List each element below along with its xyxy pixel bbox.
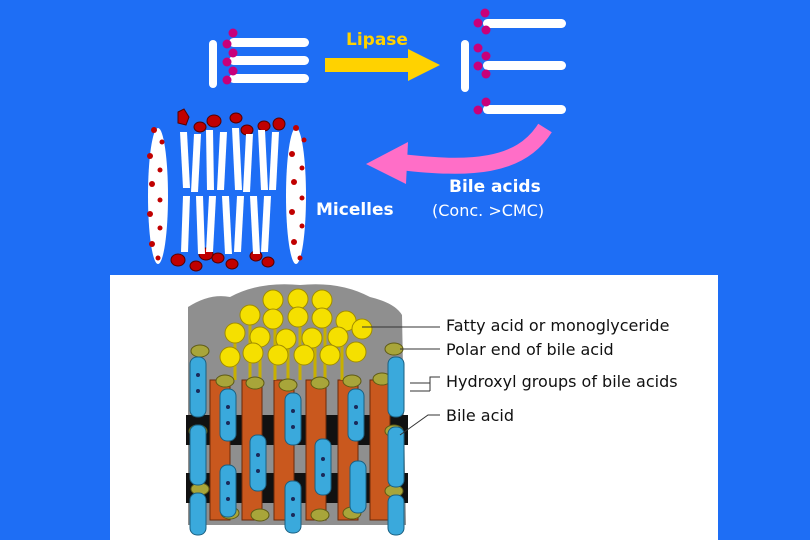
micelle-structure-panel: Fatty acid or monoglyceride Polar end of… [110, 275, 718, 540]
triglyceride-molecule [209, 28, 309, 88]
mixed-micelle-diagram [186, 284, 440, 536]
legend-polar-end: Polar end of bile acid [446, 340, 614, 359]
lipase-arrow [325, 49, 440, 81]
legend-fatty-acid: Fatty acid or monoglyceride [446, 316, 670, 335]
micelle-bilayer [147, 108, 307, 272]
top-diagram [147, 8, 566, 272]
lipase-label: Lipase [346, 30, 408, 50]
bile-acid-arrow [366, 123, 552, 184]
micelles-label: Micelles [316, 200, 394, 220]
legend-bile-acid: Bile acid [446, 406, 514, 425]
legend-hydroxyl-groups: Hydroxyl groups of bile acids [446, 372, 678, 391]
lipolysis-products [461, 8, 566, 115]
bile-acids-label: Bile acids [449, 177, 541, 197]
concentration-label: (Conc. >CMC) [432, 201, 545, 220]
